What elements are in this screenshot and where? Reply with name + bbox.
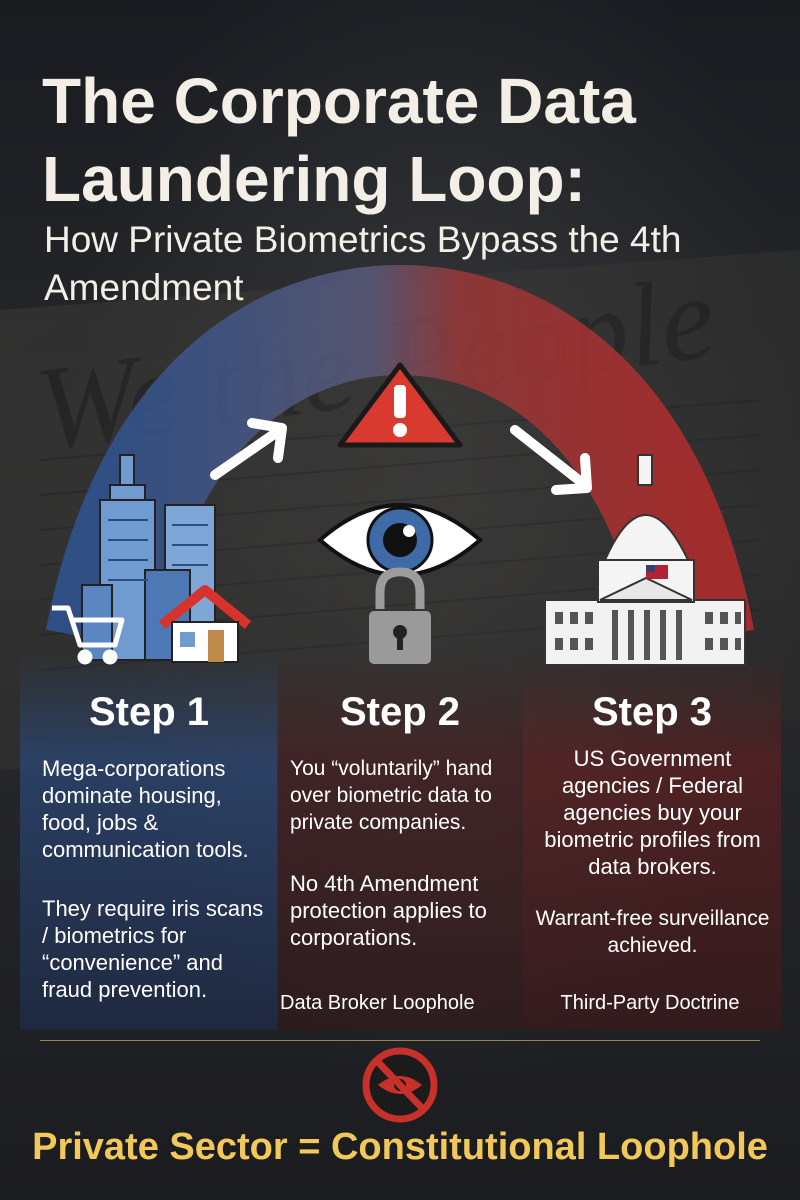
step-3-tag: Third-Party Doctrine bbox=[560, 992, 740, 1014]
capitol-building-icon bbox=[544, 454, 746, 666]
step-3-paragraph-1: US Government agencies / Federal agencie… bbox=[544, 746, 761, 879]
flow-arc bbox=[45, 264, 755, 651]
shopping-cart-icon bbox=[52, 605, 125, 665]
step-2-tag: Data Broker Loophole bbox=[280, 992, 475, 1014]
step-2-panel bbox=[277, 650, 523, 1030]
house-icon bbox=[158, 585, 252, 663]
arrow-down-right-icon bbox=[510, 425, 592, 495]
no-surveillance-icon bbox=[362, 1047, 438, 1123]
step-3-panel bbox=[523, 650, 781, 1030]
step-2-heading: Step 2 bbox=[339, 690, 461, 734]
step-3-paragraph-2: Warrant-free surveillance achieved. bbox=[535, 907, 770, 957]
warning-icon bbox=[337, 362, 463, 448]
divider bbox=[40, 1040, 760, 1041]
eye-icon bbox=[316, 503, 484, 577]
arrow-up-right-icon bbox=[210, 418, 287, 480]
page-subtitle: How Private Biometrics Bypass the 4th Am… bbox=[44, 219, 682, 308]
step-2-paragraph-2: No 4th Amendment protection applies to c… bbox=[290, 871, 487, 950]
step-1-paragraph-1: Mega-corporations dominate housing, food… bbox=[42, 756, 249, 862]
page-title: The Corporate Data Laundering Loop: bbox=[42, 65, 636, 215]
padlock-icon bbox=[367, 567, 433, 666]
step-1-paragraph-2: They require iris scans / biometrics for… bbox=[42, 896, 264, 1002]
step-1-panel bbox=[20, 650, 278, 1030]
step-3-heading: Step 3 bbox=[591, 690, 713, 734]
step-1-heading: Step 1 bbox=[88, 690, 210, 734]
step-2-paragraph-1: You “voluntarily” hand over biometric da… bbox=[290, 757, 493, 834]
footer-tagline: Private Sector = Constitutional Loophole bbox=[32, 1126, 768, 1168]
